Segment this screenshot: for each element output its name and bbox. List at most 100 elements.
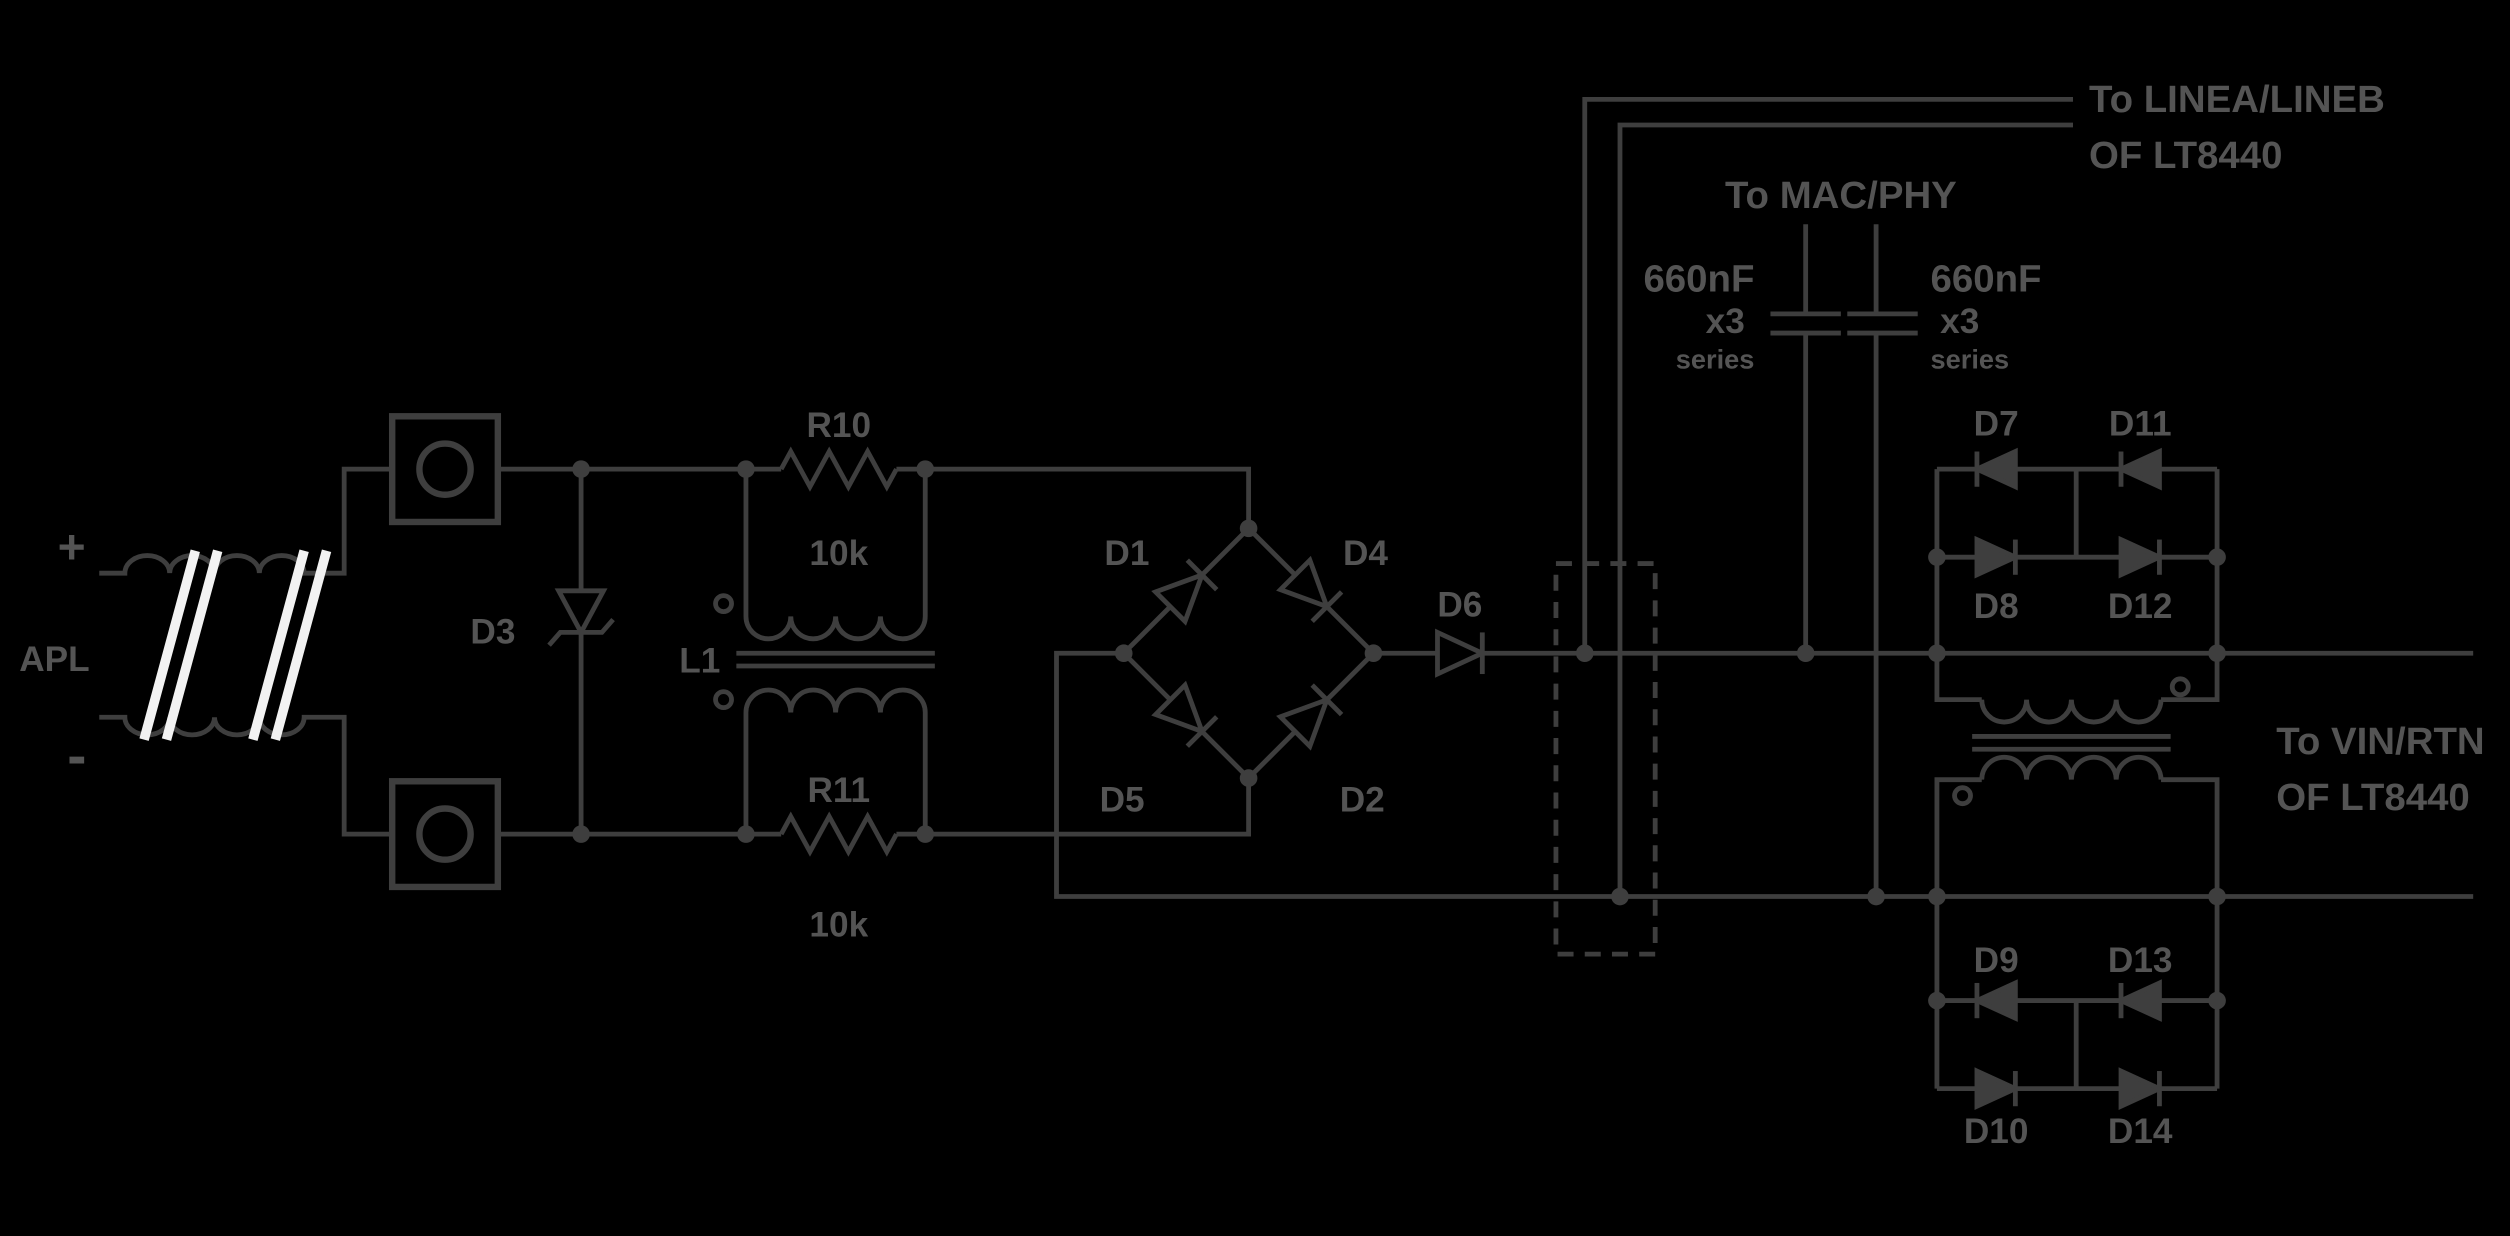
d7-label: D7 (1974, 405, 2019, 444)
d1-triangle (1151, 570, 1207, 626)
d4-bar (1310, 590, 1344, 624)
d14-triangle (2118, 1067, 2166, 1110)
linea-wire (1582, 96, 2073, 654)
junction-dot (916, 460, 935, 478)
tvs-diode-d3 (547, 588, 615, 647)
r10-label: R10 (807, 406, 872, 445)
cap-right-value-label: 660nF (1931, 257, 2042, 300)
to-linea-label-line2: OF LT8440 (2089, 134, 2283, 177)
top-terminal-circle (416, 440, 474, 498)
cable-slash-icon (270, 549, 332, 741)
junction-dot (1928, 644, 1946, 663)
d6-label: D6 (1437, 585, 1482, 624)
junction-dot (1867, 887, 1885, 906)
wire-layer (99, 96, 2474, 1092)
d4-label: D4 (1343, 534, 1388, 573)
l1-label: L1 (679, 641, 720, 680)
apl-label: APL (19, 640, 89, 679)
junction-dot (2208, 991, 2226, 1010)
series-diode-d6 (1435, 628, 1489, 678)
clamp-diode-d8 (1974, 535, 2022, 579)
transformer-bottom-winding (1934, 754, 2220, 897)
d13-triangle (2115, 979, 2162, 1022)
transformer-top-winding (1934, 653, 2220, 725)
d8-label: D8 (1974, 587, 2019, 626)
to-vin-label-line1: To VIN/RTN (2276, 720, 2484, 763)
bottom-terminal-square (388, 778, 502, 891)
to-linea-label-line1: To LINEA/LINEB (2089, 78, 2385, 121)
d10-label: D10 (1964, 1112, 2029, 1151)
d9-triangle (1971, 979, 2018, 1022)
d5-triangle (1151, 680, 1207, 736)
d2-triangle (1276, 695, 1331, 751)
d1-bar (1185, 558, 1219, 592)
bridge-diode-d2 (1276, 683, 1344, 751)
junction-dot (1239, 519, 1258, 538)
junction-dots (572, 460, 2226, 1010)
clamp-diode-d14 (2118, 1067, 2166, 1110)
resistor-r11 (779, 811, 899, 857)
cap-left-mult-label: x3 (1706, 302, 1745, 341)
d4-triangle (1276, 555, 1331, 611)
r11-label: R11 (807, 771, 870, 810)
clamp-diode-d13 (2115, 979, 2162, 1022)
resistor-r10 (779, 446, 899, 492)
r11-value-label: 10k (809, 906, 868, 945)
junction-dot (1239, 769, 1258, 787)
d9-label: D9 (1974, 941, 2019, 980)
phase-dot-xfmr-bottom (1952, 785, 1973, 807)
junction-dot (1928, 991, 1946, 1010)
clamp-diode-d12 (2118, 535, 2166, 579)
clamp-diode-d11 (2115, 447, 2162, 491)
junction-dot (572, 825, 590, 843)
cable-slash-icon (248, 549, 309, 741)
junction-dot (1928, 887, 1946, 906)
cap-right-note-label: series (1931, 343, 2010, 374)
dc-return-line (1054, 650, 2474, 899)
junction-dot (1114, 644, 1133, 663)
minus-terminal-label: - (67, 724, 86, 788)
d3-label: D3 (470, 613, 515, 652)
capacitor-left-plates (1770, 311, 1841, 336)
phase-dot-xfmr-top (2169, 676, 2191, 698)
terminal-connectors (388, 413, 502, 891)
plus-terminal-label: + (58, 522, 86, 575)
bridge-diode-d5 (1151, 680, 1219, 748)
d14-label: D14 (2108, 1112, 2173, 1151)
cable-slash-icon (161, 549, 223, 741)
bottom-line-right-segment (896, 778, 1251, 837)
cap-left-note-label: series (1676, 343, 1755, 374)
junction-dot (2208, 887, 2226, 906)
junction-dot (1364, 644, 1383, 663)
junction-dot (1611, 887, 1629, 906)
lineb-wire (1617, 122, 2073, 897)
to-vin-label-line2: OF LT8440 (2276, 776, 2470, 819)
d7-triangle (1971, 447, 2018, 491)
choke-l1-core (736, 650, 935, 669)
phase-dot-l1-top (713, 593, 734, 614)
cap-right-mult-label: x3 (1940, 302, 1979, 341)
junction-dot (737, 825, 755, 843)
cable-top-wire (99, 466, 393, 576)
bridge-diode-d4 (1276, 555, 1344, 624)
junction-dot (1928, 548, 1946, 566)
d2-label: D2 (1340, 781, 1385, 820)
r10-value-label: 10k (809, 534, 868, 573)
d10-triangle (1974, 1067, 2022, 1110)
d8-triangle (1974, 535, 2022, 579)
d11-triangle (2115, 447, 2162, 491)
top-line-right-segment (896, 466, 1251, 529)
clamp-diode-d7 (1971, 447, 2018, 491)
junction-dot (1796, 644, 1815, 663)
d2-bar (1310, 683, 1344, 717)
clamp-diode-d10 (1974, 1067, 2022, 1110)
d1-label: D1 (1104, 534, 1149, 573)
bridge-frame (1120, 524, 1377, 782)
junction-dot (572, 460, 590, 478)
d12-triangle (2118, 535, 2166, 579)
top-terminal-square (388, 413, 502, 526)
d5-bar (1185, 715, 1219, 748)
capacitor-right-plates (1847, 311, 1918, 336)
phase-dot-l1-bottom (713, 689, 734, 711)
diode-layer (547, 447, 2166, 1110)
